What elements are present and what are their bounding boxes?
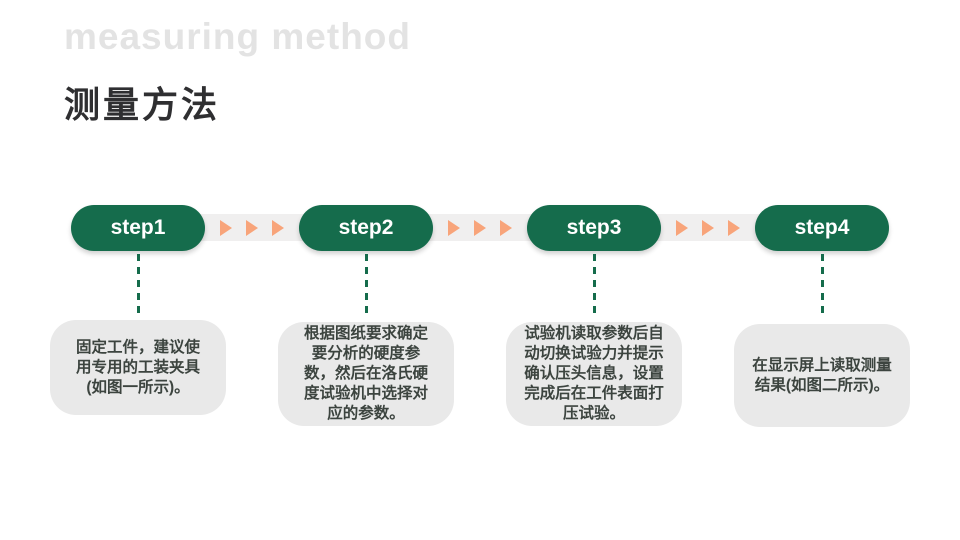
triangle-right-icon xyxy=(246,220,258,236)
step-label-3: step3 xyxy=(566,216,622,239)
triangle-right-icon xyxy=(220,220,232,236)
subtitle-en: measuring method xyxy=(64,16,411,57)
dashed-connector-3 xyxy=(593,254,596,316)
step-pill-3: step3 xyxy=(527,205,661,251)
dashed-connector-2 xyxy=(365,254,368,316)
triangle-right-icon xyxy=(272,220,284,236)
step-pill-4: step4 xyxy=(755,205,889,251)
step-description-card-3: 试验机读取参数后自 动切换试验力并提示 确认压头信息，设置 完成后在工件表面打 … xyxy=(506,322,682,426)
triangle-right-icon xyxy=(500,220,512,236)
dashed-connector-4 xyxy=(821,254,824,316)
step-description-3: 试验机读取参数后自 动切换试验力并提示 确认压头信息，设置 完成后在工件表面打 … xyxy=(524,325,664,422)
step-description-card-2: 根据图纸要求确定 要分析的硬度参 数，然后在洛氏硬 度试验机中选择对 应的参数。 xyxy=(278,322,454,426)
triangle-right-icon xyxy=(702,220,714,236)
arrow-group-1 xyxy=(220,220,284,236)
triangle-right-icon xyxy=(728,220,740,236)
step-label-2: step2 xyxy=(338,216,394,239)
dashed-connector-1 xyxy=(137,254,140,316)
step-pill-1: step1 xyxy=(71,205,205,251)
step-description-card-4: 在显示屏上读取测量 结果(如图二所示)。 xyxy=(734,324,910,427)
step-label-4: step4 xyxy=(794,216,850,239)
step-description-card-1: 固定工件，建议使 用专用的工装夹具 (如图一所示)。 xyxy=(50,320,226,415)
arrow-group-3 xyxy=(676,220,740,236)
step-label-1: step1 xyxy=(110,216,166,239)
arrow-group-2 xyxy=(448,220,512,236)
step-description-2: 根据图纸要求确定 要分析的硬度参 数，然后在洛氏硬 度试验机中选择对 应的参数。 xyxy=(303,325,428,422)
step-pill-2: step2 xyxy=(299,205,433,251)
triangle-right-icon xyxy=(448,220,460,236)
triangle-right-icon xyxy=(676,220,688,236)
triangle-right-icon xyxy=(474,220,486,236)
step-description-4: 在显示屏上读取测量 结果(如图二所示)。 xyxy=(752,356,892,394)
page-title: 测量方法 xyxy=(64,84,221,125)
step-description-1: 固定工件，建议使 用专用的工装夹具 (如图一所示)。 xyxy=(75,338,200,396)
